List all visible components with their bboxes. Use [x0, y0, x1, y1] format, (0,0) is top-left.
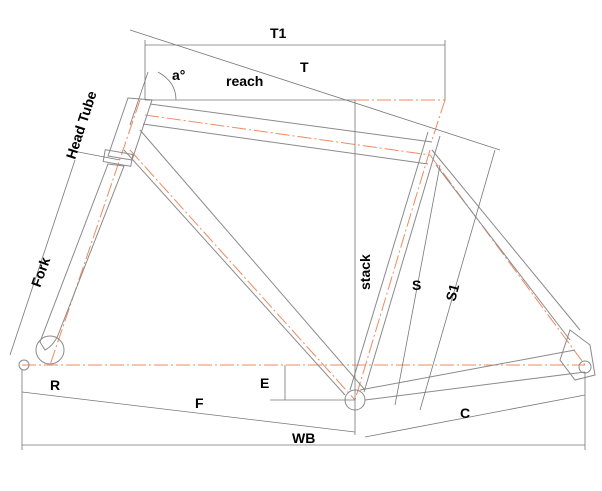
- label-c: C: [460, 405, 470, 421]
- frame-tubes: [18, 97, 596, 411]
- label-t: T: [300, 59, 309, 75]
- fork: [39, 163, 125, 351]
- label-s: S: [412, 277, 421, 293]
- label-reach: reach: [226, 73, 263, 89]
- label-s1: S1: [442, 282, 462, 303]
- label-fork: Fork: [28, 255, 53, 289]
- label-t1: T1: [270, 25, 287, 41]
- label-wb: WB: [292, 430, 315, 446]
- label-e: E: [260, 375, 269, 391]
- label-f: F: [195, 395, 204, 411]
- label-r: R: [50, 377, 60, 393]
- centerlines: [22, 99, 586, 401]
- label-head-tube: Head Tube: [63, 89, 100, 161]
- label-stack: stack: [357, 254, 373, 290]
- dimension-lines: [9, 29, 586, 450]
- label-angle: a°: [172, 67, 185, 83]
